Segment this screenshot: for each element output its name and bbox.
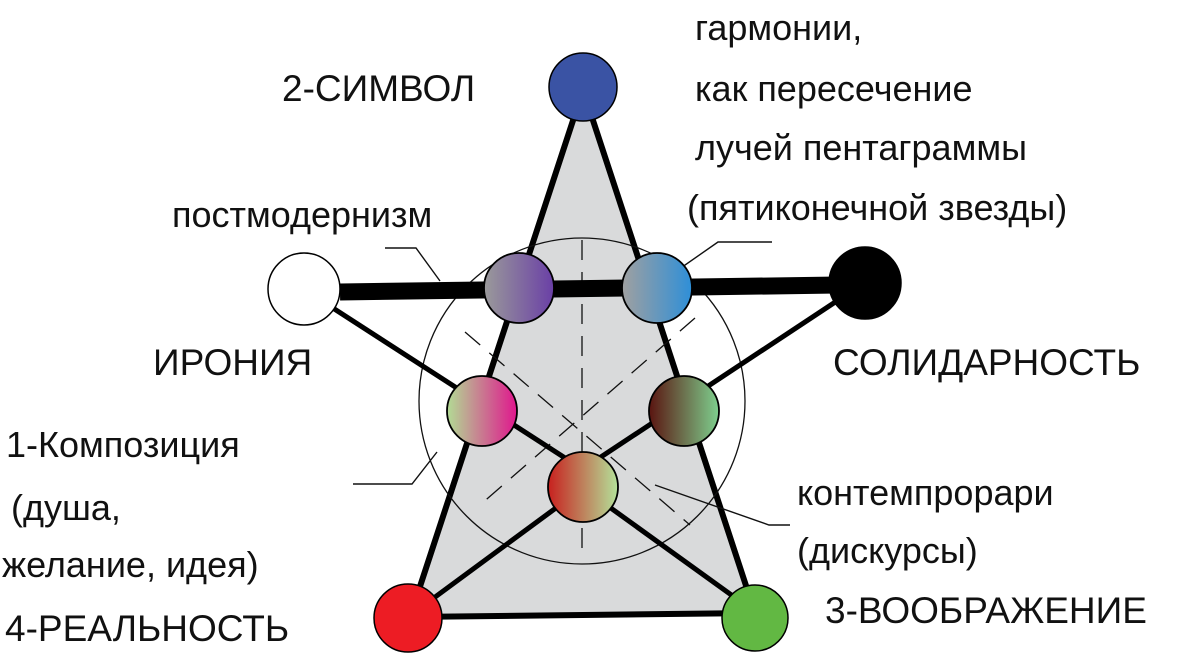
harmony-node xyxy=(621,252,693,324)
imagination-node xyxy=(721,584,789,652)
reality-node xyxy=(373,583,443,653)
composition-label-2: (душа, xyxy=(11,487,121,528)
reality-label: 4-РЕАЛЬНОСТЬ xyxy=(5,608,289,649)
solidarity-node xyxy=(828,246,902,320)
contemporary-node xyxy=(648,375,720,447)
postmodernism-label: постмодернизм xyxy=(172,194,432,235)
contemporary-label-1: контемпрорари xyxy=(797,472,1054,513)
harmony-label-1: гармонии, xyxy=(695,7,862,48)
irony-solidarity-bar xyxy=(339,276,839,301)
composition-label-3: желание, идея) xyxy=(2,544,259,585)
center-node xyxy=(547,451,619,523)
harmony-label-4: (пятиконечной звезды) xyxy=(687,187,1067,228)
contemporary-label-2: (дискурсы) xyxy=(797,530,978,571)
irony-label: ИРОНИЯ xyxy=(153,342,312,383)
harmony-label-2: как пересечение xyxy=(695,68,973,109)
composition-node xyxy=(446,375,518,447)
symbol-node xyxy=(548,52,618,122)
mid-imagination-line xyxy=(581,485,757,615)
symbol-label: 2-СИМВОЛ xyxy=(282,68,475,109)
postmodernism-node xyxy=(483,252,555,324)
composition-label-1: 1-Композиция xyxy=(6,424,240,465)
irony-node xyxy=(267,252,341,326)
imagination-label: 3-ВООБРАЖЕНИЕ xyxy=(825,590,1147,631)
solidarity-label: СОЛИДАРНОСТЬ xyxy=(833,342,1140,383)
mid-reality-line xyxy=(406,485,585,620)
harmony-label-3: лучей пентаграммы xyxy=(695,127,1027,168)
harmony-circle xyxy=(418,237,746,565)
